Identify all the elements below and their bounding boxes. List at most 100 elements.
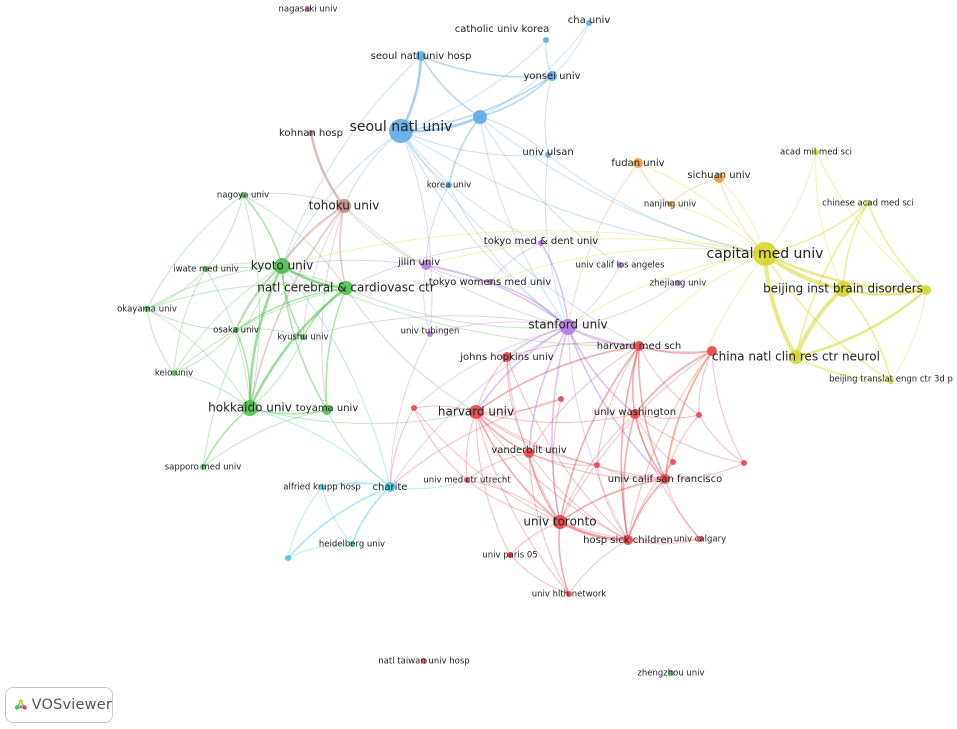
- edge-ncvc-stanford: [345, 287, 569, 329]
- node-red5[interactable]: [594, 462, 600, 468]
- edge-capital-tokyowomen: [489, 248, 766, 283]
- node-iwate[interactable]: [203, 266, 209, 272]
- edge-hokkaido-nagoya: [242, 194, 260, 409]
- node-label-tohoku: tohoku univ: [309, 199, 380, 213]
- node-zhejiang[interactable]: [675, 280, 681, 286]
- vosviewer-badge[interactable]: VOSviewer: [5, 687, 113, 723]
- edge-stanford-harvard: [475, 326, 569, 413]
- edge-tohoku-kyushu: [302, 205, 345, 338]
- node-yelsmall[interactable]: [921, 285, 931, 295]
- node-chinacad[interactable]: [865, 200, 871, 206]
- node-acadmil[interactable]: [813, 149, 819, 155]
- edge-cnrc-btec: [795, 356, 892, 382]
- edge-stanford-tmdu: [540, 242, 569, 328]
- node-cyan2[interactable]: [285, 555, 291, 561]
- node-yonsei[interactable]: [547, 71, 557, 81]
- node-harvardmed[interactable]: [634, 341, 644, 351]
- node-label-nagoya: nagoya univ: [217, 191, 269, 201]
- node-sapporo[interactable]: [200, 464, 206, 470]
- node-uwash[interactable]: [630, 409, 640, 419]
- edge-capital-acadmil: [764, 151, 817, 255]
- node-osaka[interactable]: [233, 327, 239, 333]
- edge-red4-ucsf: [664, 414, 700, 480]
- node-calgary[interactable]: [697, 536, 703, 542]
- node-ucla[interactable]: [617, 262, 623, 268]
- edge-rednode1-toronto: [559, 350, 713, 523]
- node-label-kyushu: kyushu univ: [277, 333, 328, 343]
- node-kohnan[interactable]: [308, 130, 314, 136]
- node-red3[interactable]: [558, 396, 564, 402]
- node-nagasaki[interactable]: [305, 6, 311, 12]
- node-paris[interactable]: [507, 552, 513, 558]
- edge-ncvc-osaka: [235, 287, 347, 331]
- node-nagoya[interactable]: [240, 192, 246, 198]
- edge-uwash-red6: [634, 413, 745, 464]
- node-vanderbilt[interactable]: [524, 448, 534, 458]
- node-snu[interactable]: [389, 119, 413, 143]
- node-uhn[interactable]: [566, 591, 572, 597]
- node-tohoku[interactable]: [337, 199, 351, 213]
- node-red7[interactable]: [670, 459, 676, 465]
- node-krupp[interactable]: [319, 484, 325, 490]
- node-red6[interactable]: [741, 460, 747, 466]
- node-capital[interactable]: [753, 242, 777, 266]
- edge-tohoku-ncvc: [339, 205, 347, 289]
- edge-red3-toronto: [552, 398, 562, 523]
- node-jhu[interactable]: [502, 352, 512, 362]
- node-ulsan[interactable]: [545, 152, 551, 158]
- node-ucsf[interactable]: [660, 474, 670, 484]
- edge-ucsf-sickkids: [627, 478, 666, 541]
- node-ntuh[interactable]: [421, 658, 427, 664]
- edge-sickkids-calgary: [627, 538, 701, 545]
- node-harvard[interactable]: [469, 405, 483, 419]
- edge-cnrc-yelsmall: [795, 289, 927, 359]
- edge-red2-toronto: [413, 407, 561, 523]
- node-utrecht[interactable]: [464, 477, 470, 483]
- node-label-ucsf: univ calif san francisco: [608, 474, 723, 485]
- edge-uwash-red7: [634, 413, 674, 463]
- node-zhengzhou[interactable]: [668, 670, 674, 676]
- node-cnrc[interactable]: [789, 350, 803, 364]
- edge-snu-stanford: [400, 130, 569, 328]
- node-red4[interactable]: [696, 412, 702, 418]
- node-nanjing[interactable]: [667, 201, 673, 207]
- node-okayama[interactable]: [144, 306, 150, 312]
- node-heidelberg[interactable]: [349, 541, 355, 547]
- node-kyoto[interactable]: [274, 258, 290, 274]
- node-label-hokkaido: hokkaido univ: [208, 401, 292, 415]
- node-bluebig[interactable]: [473, 110, 487, 124]
- edge-vanderbilt-red5: [528, 452, 598, 466]
- node-rednode1[interactable]: [707, 346, 717, 356]
- node-sickkids[interactable]: [623, 535, 633, 545]
- edge-red4-red6: [698, 414, 745, 464]
- node-btec[interactable]: [888, 378, 894, 384]
- node-keio[interactable]: [171, 370, 177, 376]
- node-label-btec: beijing translat engn ctr 3d p: [829, 375, 953, 385]
- node-stanford[interactable]: [560, 319, 576, 335]
- node-cha[interactable]: [586, 20, 592, 26]
- edge-capital-chinacad: [764, 202, 869, 255]
- node-tmdu[interactable]: [538, 240, 544, 246]
- node-snuh[interactable]: [416, 51, 426, 61]
- node-jilin[interactable]: [421, 260, 431, 270]
- node-bibd[interactable]: [835, 281, 851, 297]
- edge-capital-stanford: [567, 253, 766, 328]
- node-red2[interactable]: [411, 405, 417, 411]
- node-toronto[interactable]: [553, 515, 567, 529]
- node-fudan[interactable]: [633, 158, 643, 168]
- node-catholic[interactable]: [543, 37, 549, 43]
- node-label-sickkids: hosp sick children: [583, 535, 673, 546]
- node-toyama[interactable]: [322, 405, 332, 415]
- edge-harvard-uhn: [475, 411, 570, 595]
- node-tubingen[interactable]: [427, 331, 433, 337]
- node-kyushu[interactable]: [300, 334, 306, 340]
- node-ncvc[interactable]: [339, 281, 353, 295]
- node-label-zhengzhou: zhengzhou univ: [637, 669, 704, 679]
- node-korea[interactable]: [446, 182, 452, 188]
- node-charite[interactable]: [385, 482, 395, 492]
- node-sichuan[interactable]: [714, 173, 724, 183]
- edge-acadmil-yelsmall: [815, 151, 927, 291]
- node-tokyowomen[interactable]: [487, 279, 493, 285]
- node-hokkaido[interactable]: [242, 400, 258, 416]
- node-label-iwate: iwate med univ: [173, 265, 239, 275]
